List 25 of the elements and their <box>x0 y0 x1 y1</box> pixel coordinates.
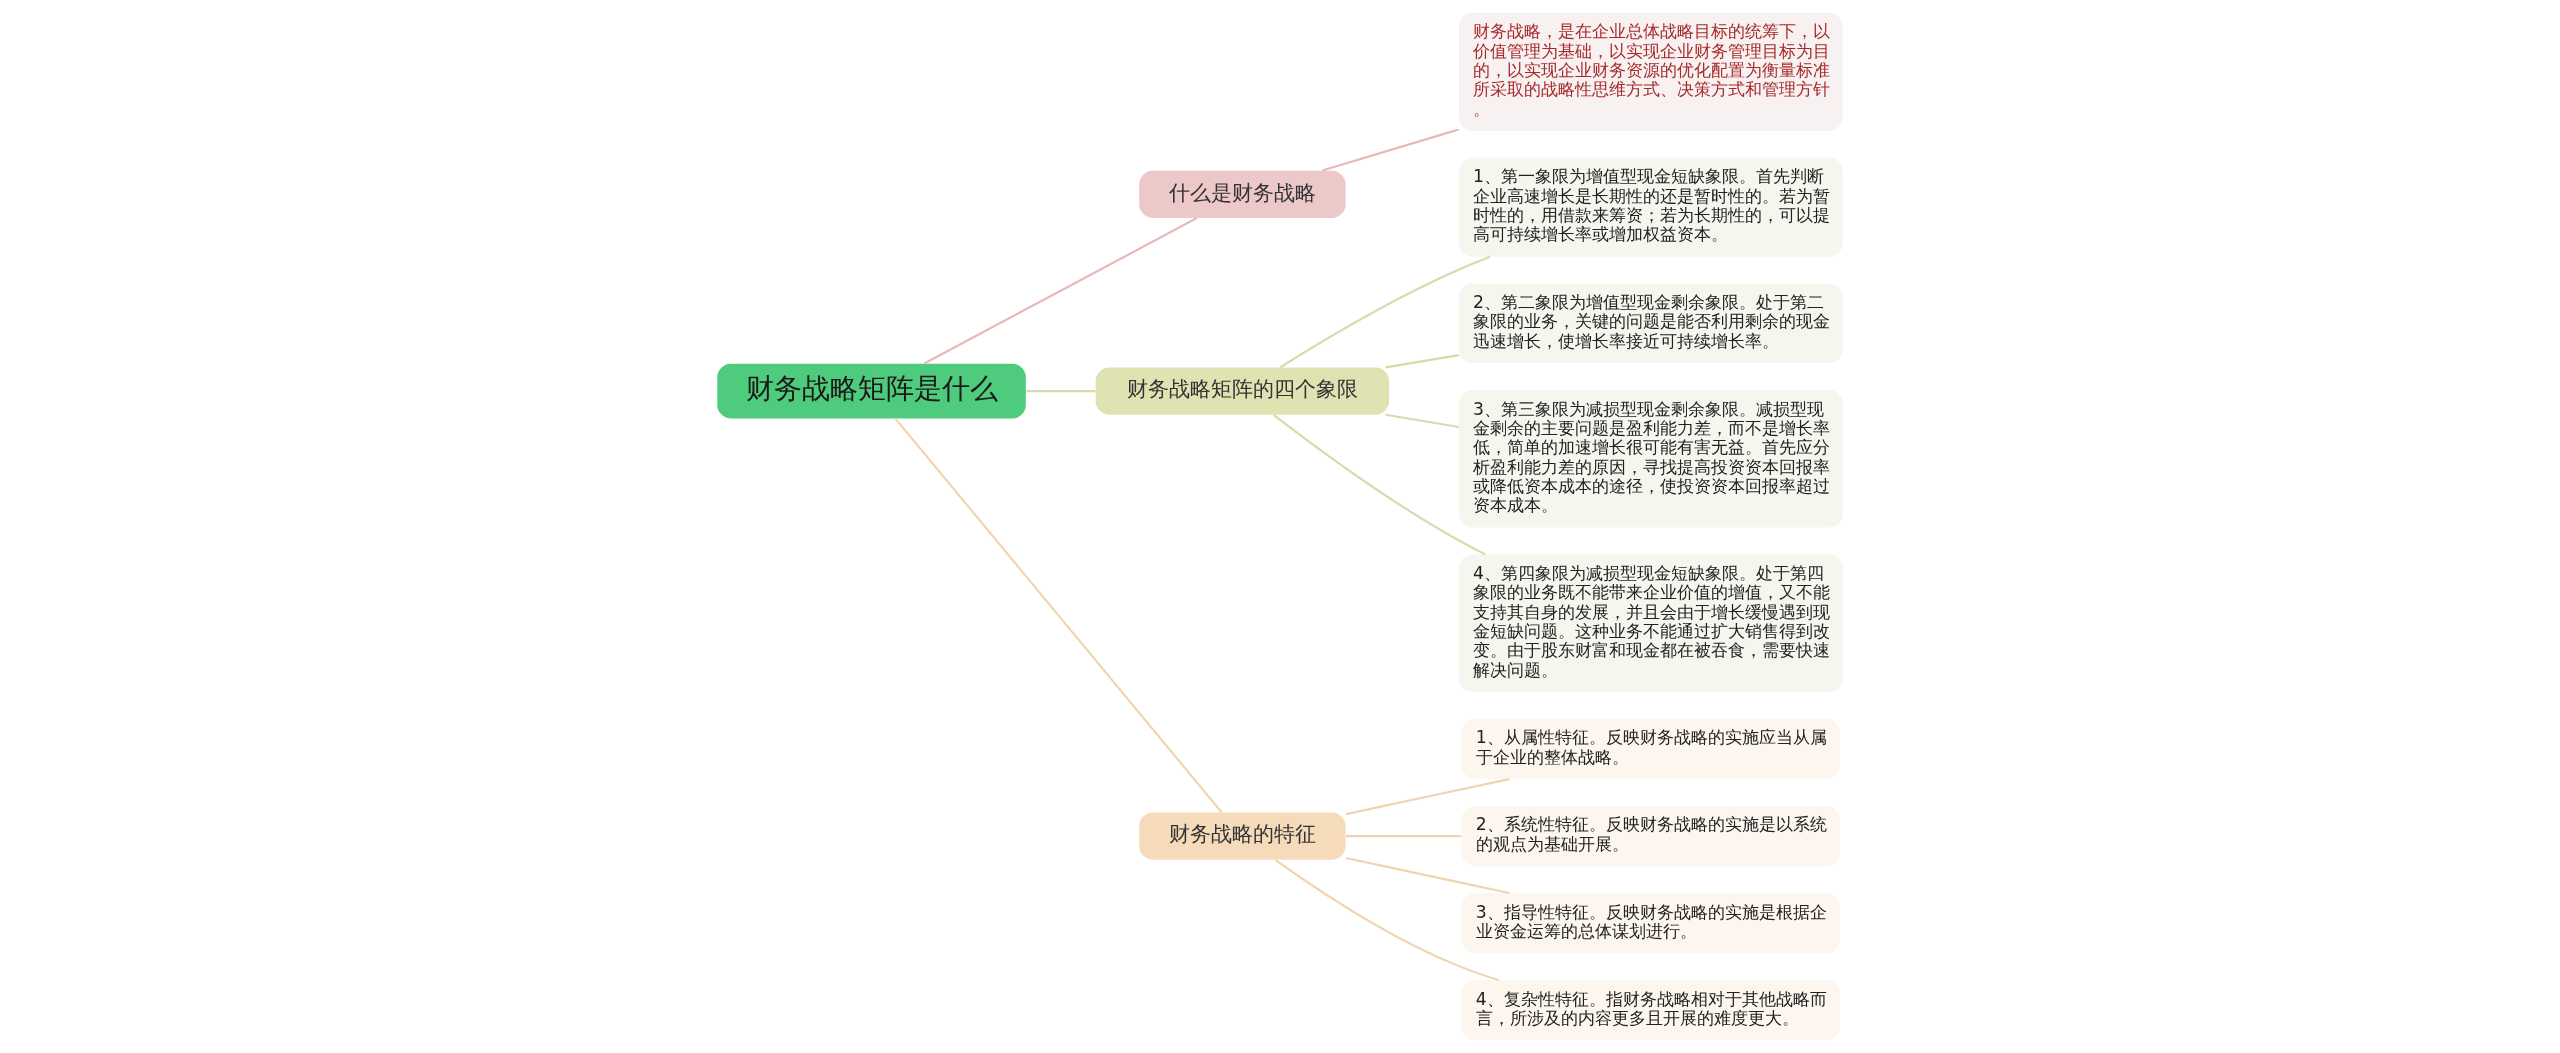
connector <box>1385 413 1459 429</box>
node-box: 什么是财务战略 <box>1139 170 1346 218</box>
connector <box>1321 128 1459 172</box>
connector <box>1385 354 1459 369</box>
node-box: 财务战略，是在企业总体战略目标的统筹下，以价值管理为基础，以实现企业财务管理目标为目的，以实现企业财务资源的优化配置为衡量标准所采取的战略性思维方式、决策方式和管理方针。 <box>1458 12 1843 131</box>
node-box: 1、从属性特征。反映财务战略的实施应当从属于企业的整体战略。 <box>1461 718 1840 780</box>
node-box: 3、第三象限为减损型现金剩余象限。减损型现金剩余的主要问题是盈利能力差，而不是增长率低，简单的加速增长很可能有害无益。首先应分析盈利能力差的原因，寻找提高投资资本回报率或降低资本成本的途径，使投资资本回报率超过资本成本。 <box>1458 390 1843 528</box>
node-box: 2、第二象限为增值型现金剩余象限。处于第二象限的业务，关键的问题是能否利用剩余的现金迅速增长，使增长率接近可持续增长率。 <box>1458 283 1843 364</box>
node-box: 4、第四象限为减损型现金短缺象限。处于第四象限的业务既不能带来企业价值的增值，又不能支持其自身的发展，并且会由于增长缓慢遇到现金短缺问题。这种业务不能通过扩大销售得到改变。由于股东财富和现金都在被吞食，需要快速解决问题。 <box>1458 554 1843 693</box>
connector <box>1274 858 1500 982</box>
connector <box>1345 778 1510 816</box>
node-box: 1、第一象限为增值型现金短缺象限。首先判断企业高速增长是长期性的还是暂时性的。若为暂时性的，用借款来筹资；若为长期性的，可以提高可持续增长率或增加权益资本。 <box>1458 157 1843 257</box>
connector <box>1026 390 1096 393</box>
connector <box>1272 414 1486 556</box>
connector <box>923 217 1198 365</box>
node-box: 4、复杂性特征。指财务战略相对于其他战略而言，所涉及的内容更多且开展的难度更大。 <box>1461 980 1840 1041</box>
node-box: 财务战略矩阵是什么 <box>717 363 1026 419</box>
connector <box>1279 255 1491 369</box>
node-box: 3、指导性特征。反映财务战略的实施是根据企业资金运筹的总体谋划进行。 <box>1461 893 1840 954</box>
connector <box>1345 857 1510 895</box>
node-box: 2、系统性特征。反映财务战略的实施是以系统的观点为基础开展。 <box>1461 805 1840 867</box>
connector <box>1346 835 1462 838</box>
node-box: 财务战略矩阵的四个象限 <box>1095 367 1390 415</box>
node-box: 财务战略的特征 <box>1139 812 1346 860</box>
connector <box>894 417 1223 813</box>
